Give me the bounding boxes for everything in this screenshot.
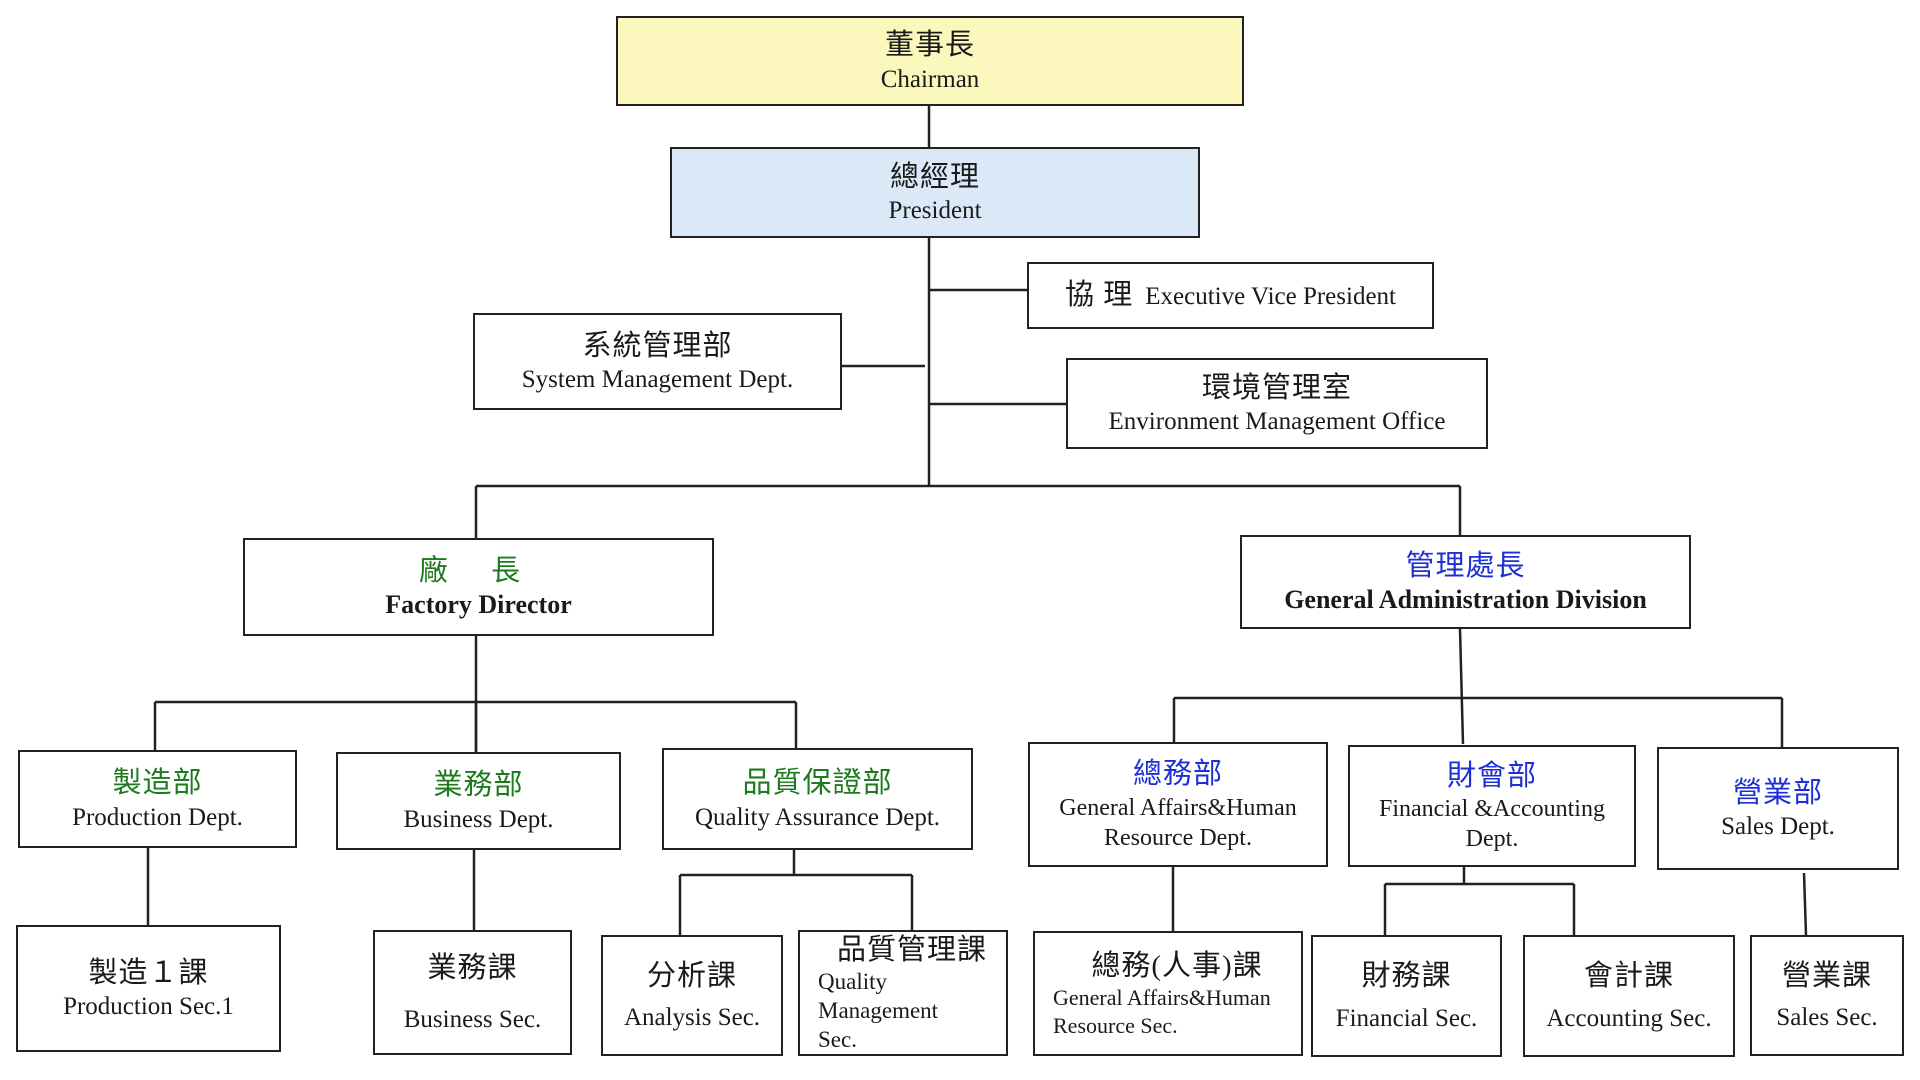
business-dept-zh: 業務部 [433,769,524,802]
general-administration-en: General Administration Division [1284,584,1647,614]
financial-sec-en: Financial Sec. [1335,1004,1478,1032]
system-management-dept-box: 系統管理部 System Management Dept. [473,313,842,410]
president-box: 總經理 President [670,147,1200,238]
environment-management-zh: 環境管理室 [1201,371,1352,404]
system-management-en: System Management Dept. [521,366,794,393]
business-dept-en: Business Dept. [403,805,554,833]
president-en: President [888,197,982,224]
evp-zh: 協 理 [1065,279,1134,312]
sales-sec-zh: 營業課 [1781,959,1872,992]
system-management-zh: 系統管理部 [582,329,733,362]
evp-box: 協 理 Executive Vice President [1027,262,1434,329]
sales-sec-en: Sales Sec. [1776,1004,1878,1031]
financial-accounting-dept-en: Financial &Accounting Dept. [1379,796,1605,853]
chairman-zh: 董事長 [884,29,975,62]
general-administration-zh: 管理處長 [1405,549,1526,582]
accounting-sec-en: Accounting Sec. [1546,1004,1712,1032]
sales-dept-box: 營業部 Sales Dept. [1657,747,1899,870]
accounting-sec-box: 會計課 Accounting Sec. [1523,935,1735,1057]
business-sec-zh: 業務課 [427,951,518,984]
sales-sec-box: 營業課 Sales Sec. [1750,935,1904,1056]
business-sec-box: 業務課 Business Sec. [373,930,572,1055]
evp-en: Executive Vice President [1145,283,1396,311]
environment-management-en: Environment Management Office [1108,408,1446,435]
quality-assurance-dept-box: 品質保證部 Quality Assurance Dept. [662,748,973,850]
general-affairs-hr-sec-box: 總務(人事)課 General Affairs&Human Resource S… [1033,931,1303,1056]
production-dept-en: Production Dept. [72,803,243,831]
factory-director-box: 廠 長 Factory Director [243,538,714,636]
general-affairs-hr-dept-zh: 總務部 [1132,758,1223,791]
production-sec1-zh: 製造１課 [88,956,209,989]
general-affairs-hr-dept-en: General Affairs&Human Resource Dept. [1059,794,1297,851]
general-affairs-hr-sec-en: General Affairs&Human Resource Sec. [1053,985,1271,1038]
quality-management-sec-en: Quality Management Sec. [818,969,939,1052]
chairman-box: 董事長 Chairman [616,16,1244,106]
financial-sec-zh: 財務課 [1361,960,1452,993]
quality-management-sec-box: 品質管理課 Quality Management Sec. [798,930,1008,1056]
quality-assurance-dept-zh: 品質保證部 [742,767,893,800]
business-dept-box: 業務部 Business Dept. [336,752,621,850]
analysis-sec-box: 分析課 Analysis Sec. [601,935,783,1056]
president-zh: 總經理 [889,160,980,193]
production-dept-zh: 製造部 [112,767,203,800]
general-administration-division-box: 管理處長 General Administration Division [1240,535,1691,629]
general-affairs-hr-dept-box: 總務部 General Affairs&Human Resource Dept. [1028,742,1328,867]
production-sec1-en: Production Sec.1 [63,993,234,1020]
financial-accounting-dept-box: 財會部 Financial &Accounting Dept. [1348,745,1636,867]
environment-management-office-box: 環境管理室 Environment Management Office [1066,358,1488,449]
chairman-en: Chairman [880,65,980,93]
sales-dept-zh: 營業部 [1732,776,1823,809]
quality-assurance-dept-en: Quality Assurance Dept. [694,803,941,831]
analysis-sec-zh: 分析課 [646,959,737,992]
production-dept-box: 製造部 Production Dept. [18,750,297,848]
accounting-sec-zh: 會計課 [1583,960,1674,993]
production-sec1-box: 製造１課 Production Sec.1 [16,925,281,1052]
financial-sec-box: 財務課 Financial Sec. [1311,935,1502,1057]
factory-director-zh: 廠 長 [418,554,539,587]
financial-accounting-dept-zh: 財會部 [1446,759,1537,792]
business-sec-en: Business Sec. [403,1006,542,1033]
analysis-sec-en: Analysis Sec. [623,1004,761,1031]
general-affairs-hr-sec-zh: 總務(人事)課 [1091,949,1263,982]
sales-dept-en: Sales Dept. [1721,813,1835,840]
factory-director-en: Factory Director [385,589,572,619]
quality-management-sec-zh: 品質管理課 [836,933,987,966]
